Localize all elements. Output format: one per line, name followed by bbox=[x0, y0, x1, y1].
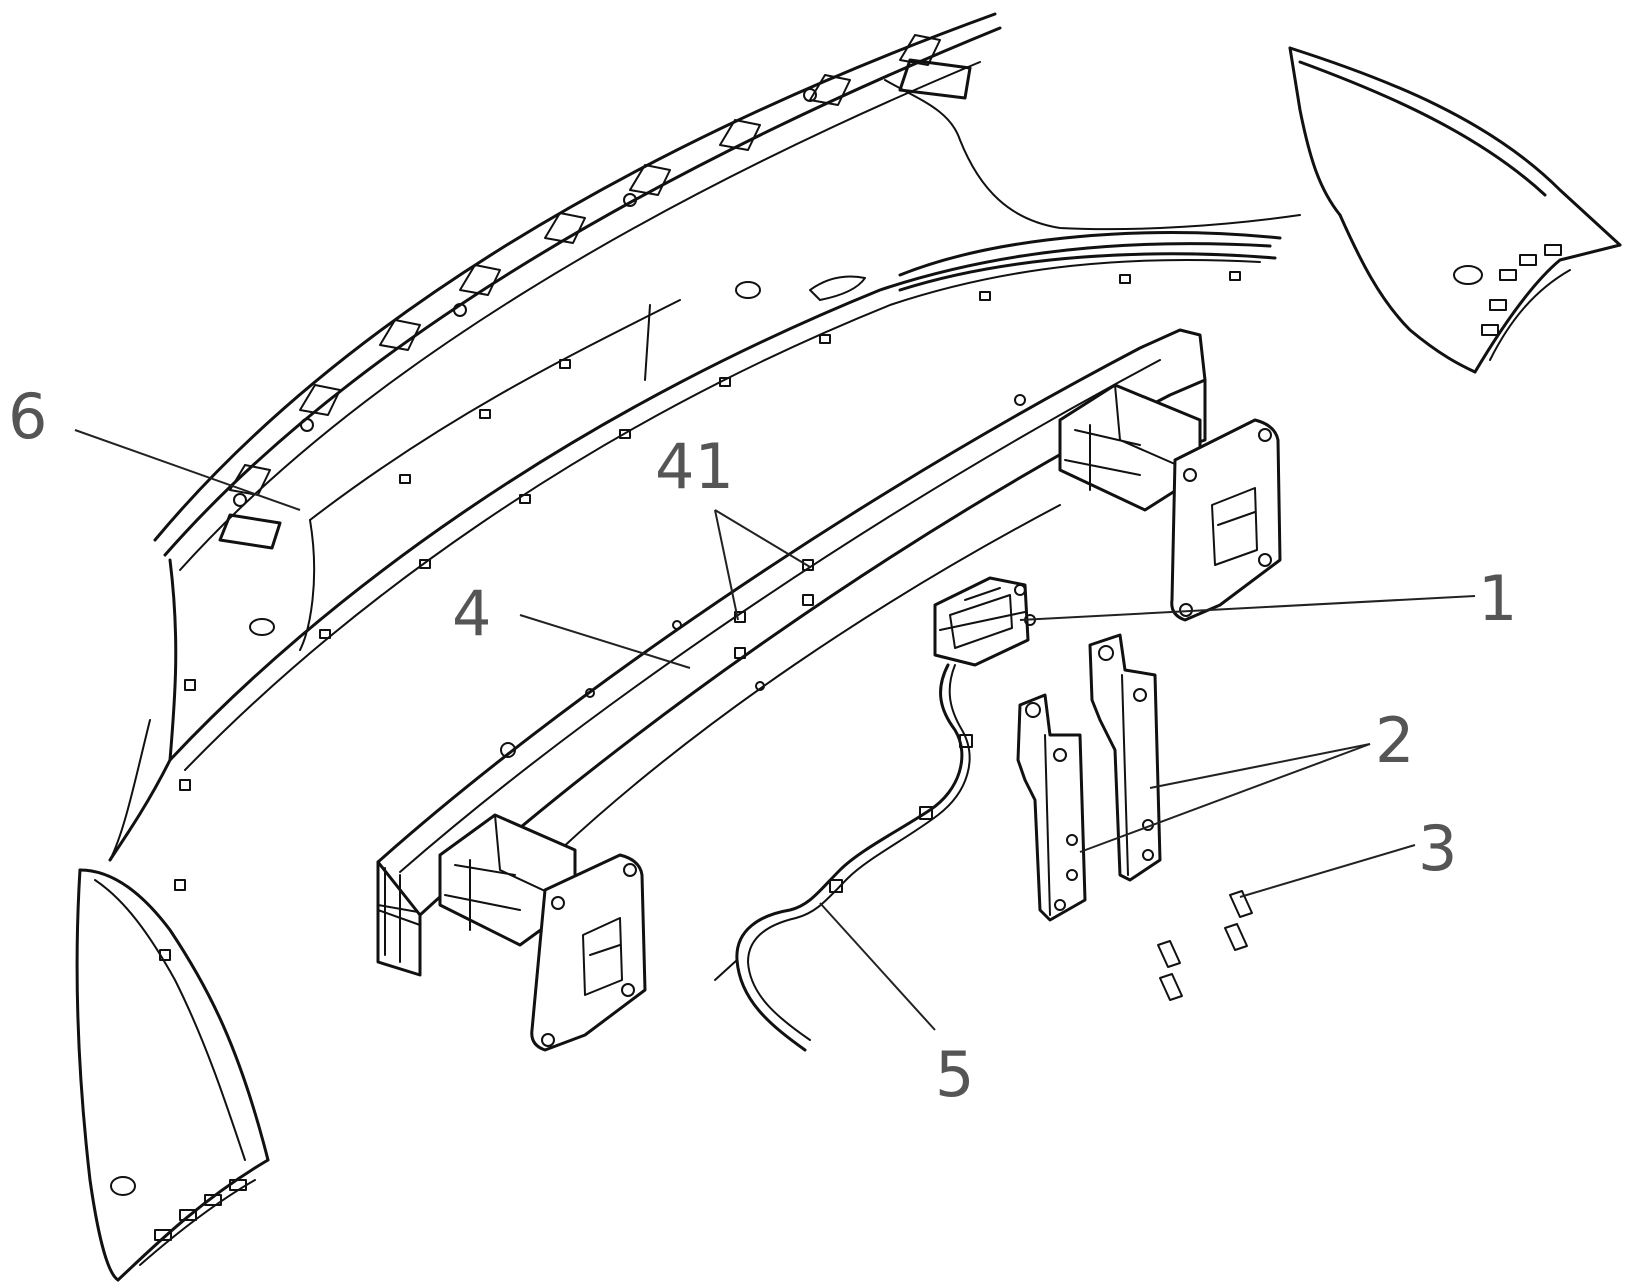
wire-harness bbox=[714, 663, 973, 1052]
leader-lines bbox=[74, 429, 1476, 1031]
label-2: 2 bbox=[1375, 704, 1414, 777]
label-5: 5 bbox=[935, 1038, 974, 1111]
bolts bbox=[1157, 890, 1253, 1001]
bumper-cover bbox=[75, 12, 1622, 1282]
brackets bbox=[1016, 633, 1162, 922]
label-3: 3 bbox=[1418, 812, 1457, 885]
label-4: 4 bbox=[452, 577, 491, 650]
reference-numerals: 6 41 4 1 2 3 5 bbox=[8, 380, 1517, 1111]
label-1: 1 bbox=[1478, 562, 1517, 635]
sensor-module bbox=[933, 576, 1036, 667]
label-6: 6 bbox=[8, 380, 47, 453]
bumper-beam bbox=[376, 328, 1282, 1052]
label-41: 41 bbox=[655, 430, 734, 503]
